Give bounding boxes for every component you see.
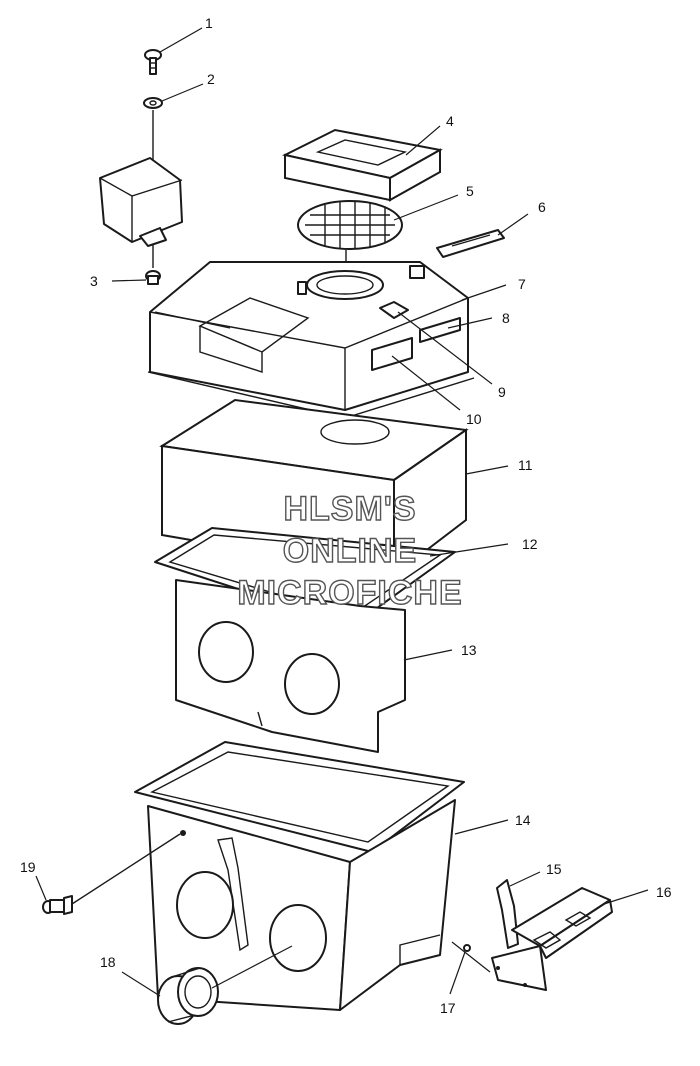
callout-17: 17 <box>440 1000 456 1016</box>
callout-5: 5 <box>466 183 474 199</box>
callout-3: 3 <box>90 273 98 289</box>
clamp-bracket-part <box>491 879 613 991</box>
side-fastener-part <box>42 895 73 915</box>
callout-16: 16 <box>656 884 672 900</box>
watermark: HLSM'S ONLINE MICROFICHE <box>237 489 463 612</box>
rivet-part <box>463 944 471 952</box>
washer-part <box>143 97 163 109</box>
watermark-line-1: HLSM'S <box>283 490 416 528</box>
callout-6: 6 <box>538 199 546 215</box>
foam-pad-part <box>282 128 443 202</box>
callout-18: 18 <box>100 954 116 970</box>
watermark-line-3: MICROFICHE <box>237 574 462 612</box>
callout-11: 11 <box>518 457 533 473</box>
callout-14: 14 <box>515 812 531 828</box>
intake-boot-part <box>157 967 219 1025</box>
fastener-axis-line <box>71 833 181 905</box>
callout-8: 8 <box>502 310 510 326</box>
airbox-base-part <box>134 741 465 1011</box>
callout-7: 7 <box>518 276 526 292</box>
callout-15: 15 <box>546 861 562 877</box>
callout-13: 13 <box>461 642 477 658</box>
watermark-line-2: ONLINE <box>283 532 417 570</box>
nut-part <box>145 270 161 285</box>
cover-bracket-part <box>99 157 183 247</box>
callout-12: 12 <box>522 536 538 552</box>
callout-19: 19 <box>20 859 36 875</box>
callout-2: 2 <box>207 71 215 87</box>
callout-9: 9 <box>498 384 506 400</box>
callout-4: 4 <box>446 113 454 129</box>
callout-1: 1 <box>205 15 213 31</box>
screen-grid-part <box>297 200 403 280</box>
callout-labels: 1 2 3 4 5 6 7 8 9 10 11 12 13 14 15 16 1… <box>20 15 672 1016</box>
strip-part <box>436 229 505 258</box>
baffle-plate-part <box>175 579 406 753</box>
leader-lines <box>35 27 649 997</box>
top-housing-part <box>147 261 475 419</box>
screw-part <box>144 49 162 75</box>
callout-10: 10 <box>466 411 482 427</box>
